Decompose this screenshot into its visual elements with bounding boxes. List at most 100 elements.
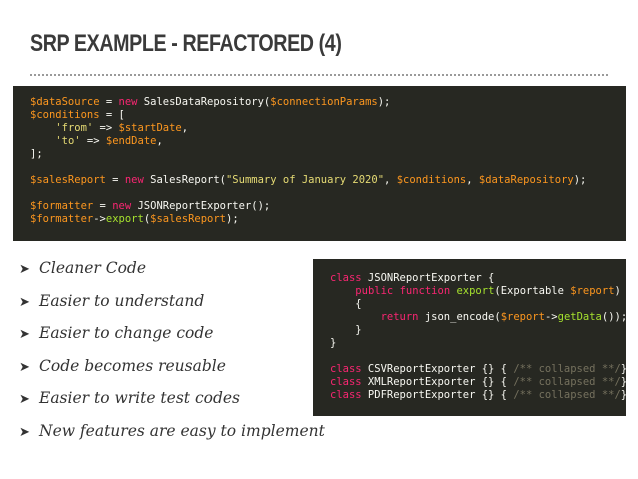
slide-title: SRP EXAMPLE - REFACTORED (4) (30, 30, 342, 57)
code-token: { (330, 298, 362, 310)
code-token: (Exportable (494, 285, 571, 297)
code-line: } (330, 324, 626, 337)
code-token: $connectionParams (270, 96, 378, 108)
code-line: class XMLReportExporter {} { /** collaps… (330, 376, 626, 389)
code-token: ); (226, 213, 239, 225)
code-token: $conditions (396, 174, 467, 186)
code-token: 'to' (55, 135, 81, 147)
code-token: -> (544, 311, 558, 323)
bullet-text: Easier to understand (39, 291, 205, 310)
arrowhead-icon: ➤ (19, 262, 30, 277)
code-token: $formatter (30, 213, 94, 225)
code-token: class (330, 376, 362, 388)
code-token: ( (143, 213, 151, 225)
code-line: class PDFReportExporter {} { /** collaps… (330, 389, 626, 402)
code-token: $conditions (30, 109, 100, 121)
code-token: getData (557, 311, 602, 323)
code-token: class (330, 272, 362, 284)
code-token: , (466, 174, 479, 186)
code-line: ]; (30, 148, 626, 161)
code-line (330, 350, 626, 363)
code-token: $report (570, 285, 615, 297)
code-token: SalesDataRepository( (137, 96, 271, 108)
code-token: JSONReportExporter { (361, 272, 495, 284)
arrowhead-icon: ➤ (19, 392, 30, 408)
code-token: ); (377, 96, 391, 108)
bullet-text: New features are easy to implement (39, 421, 325, 440)
code-line: $dataSource = new SalesDataRepository($c… (30, 96, 626, 109)
code-line: 'from' => $startDate, (30, 122, 626, 135)
code-token: new (118, 96, 138, 108)
code-token: ()); (601, 311, 626, 323)
code-token: JSONReportExporter(); (131, 200, 271, 212)
code-token: } (621, 376, 626, 388)
bullet-item: ➤ New features are easy to implement (19, 422, 325, 455)
code-token: PDFReportExporter {} { (361, 389, 514, 401)
code-token: public (355, 285, 394, 297)
code-line: class CSVReportExporter {} { /** collaps… (330, 363, 626, 376)
code-token: -> (93, 213, 106, 225)
code-token: XMLReportExporter {} { (361, 376, 514, 388)
code-token: $startDate (118, 122, 182, 134)
bullet-text: Easier to change code (39, 324, 214, 343)
bullet-item: ➤ Easier to change code (19, 324, 325, 357)
code-token: = (93, 200, 113, 212)
code-token (330, 285, 355, 297)
code-line (30, 187, 626, 200)
code-token: $endDate (105, 135, 157, 147)
arrowhead-icon: ➤ (19, 327, 30, 343)
code-token: export (456, 285, 495, 297)
code-token: ]; (30, 148, 43, 160)
code-token: = (99, 96, 119, 108)
arrowhead-icon: ➤ (19, 424, 30, 440)
code-token: export (105, 213, 144, 225)
code-token: , (384, 174, 397, 186)
code-line: } (330, 337, 626, 350)
code-token: = [ (99, 109, 125, 121)
arrowhead-icon: ➤ (19, 294, 30, 310)
code-token: 'from' (55, 122, 94, 134)
title-divider (30, 74, 608, 76)
code-token: , (156, 135, 163, 147)
code-token: /** collapsed **/ (513, 376, 621, 388)
code-line: $formatter = new JSONReportExporter(); (30, 200, 626, 213)
code-line: $salesReport = new SalesReport("Summary … (30, 174, 626, 187)
code-token: $dataSource (30, 96, 100, 108)
code-token: } (621, 389, 626, 401)
bullet-item: ➤Code becomes reusable (19, 357, 325, 390)
code-line: { (330, 298, 626, 311)
benefits-list: ➤ Cleaner Code ➤ Easier to understand ➤ Easie… (19, 259, 325, 455)
code-token: , (181, 122, 189, 134)
code-token: new (124, 174, 144, 186)
code-token: return (380, 311, 419, 323)
bullet-text: Cleaner Code (39, 259, 147, 277)
code-line: 'to' => $endDate, (30, 135, 626, 148)
bullet-text: Easier to write test codes (39, 389, 241, 408)
code-token: $report (500, 311, 545, 323)
code-token (30, 135, 55, 147)
code-line: public function export(Exportable $repor… (330, 285, 626, 298)
code-token: /** collapsed **/ (513, 363, 621, 375)
code-token: SalesReport( (143, 174, 226, 186)
code-token: $dataRepository (478, 174, 574, 186)
code-block-usage: $dataSource = new SalesDataRepository($c… (13, 86, 626, 241)
code-token: "Summary of January 2020" (225, 174, 385, 186)
code-line: $conditions = [ (30, 109, 626, 122)
code-token: = (105, 174, 125, 186)
bullet-item: ➤ Cleaner Code (19, 259, 325, 292)
code-token: class (330, 389, 362, 401)
code-token: $formatter (30, 200, 94, 212)
code-token: $salesReport (30, 174, 106, 186)
code-token: json_encode( (418, 311, 501, 323)
code-token: } (330, 324, 362, 336)
code-token (330, 311, 381, 323)
code-token: } (330, 337, 337, 349)
code-token: ); (573, 174, 587, 186)
code-line (30, 161, 626, 174)
code-token: => (80, 135, 106, 147)
bullet-text: Code becomes reusable (39, 356, 226, 375)
code-token: CSVReportExporter {} { (361, 363, 514, 375)
code-token: ) (614, 285, 621, 297)
code-token: } (621, 363, 626, 375)
code-token: function (399, 285, 451, 297)
